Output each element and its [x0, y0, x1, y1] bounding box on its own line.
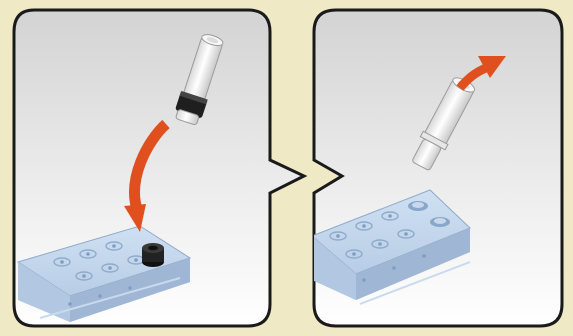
- right-panel: [312, 10, 562, 326]
- left-panel: [14, 10, 304, 326]
- bushing-icon: [142, 243, 164, 267]
